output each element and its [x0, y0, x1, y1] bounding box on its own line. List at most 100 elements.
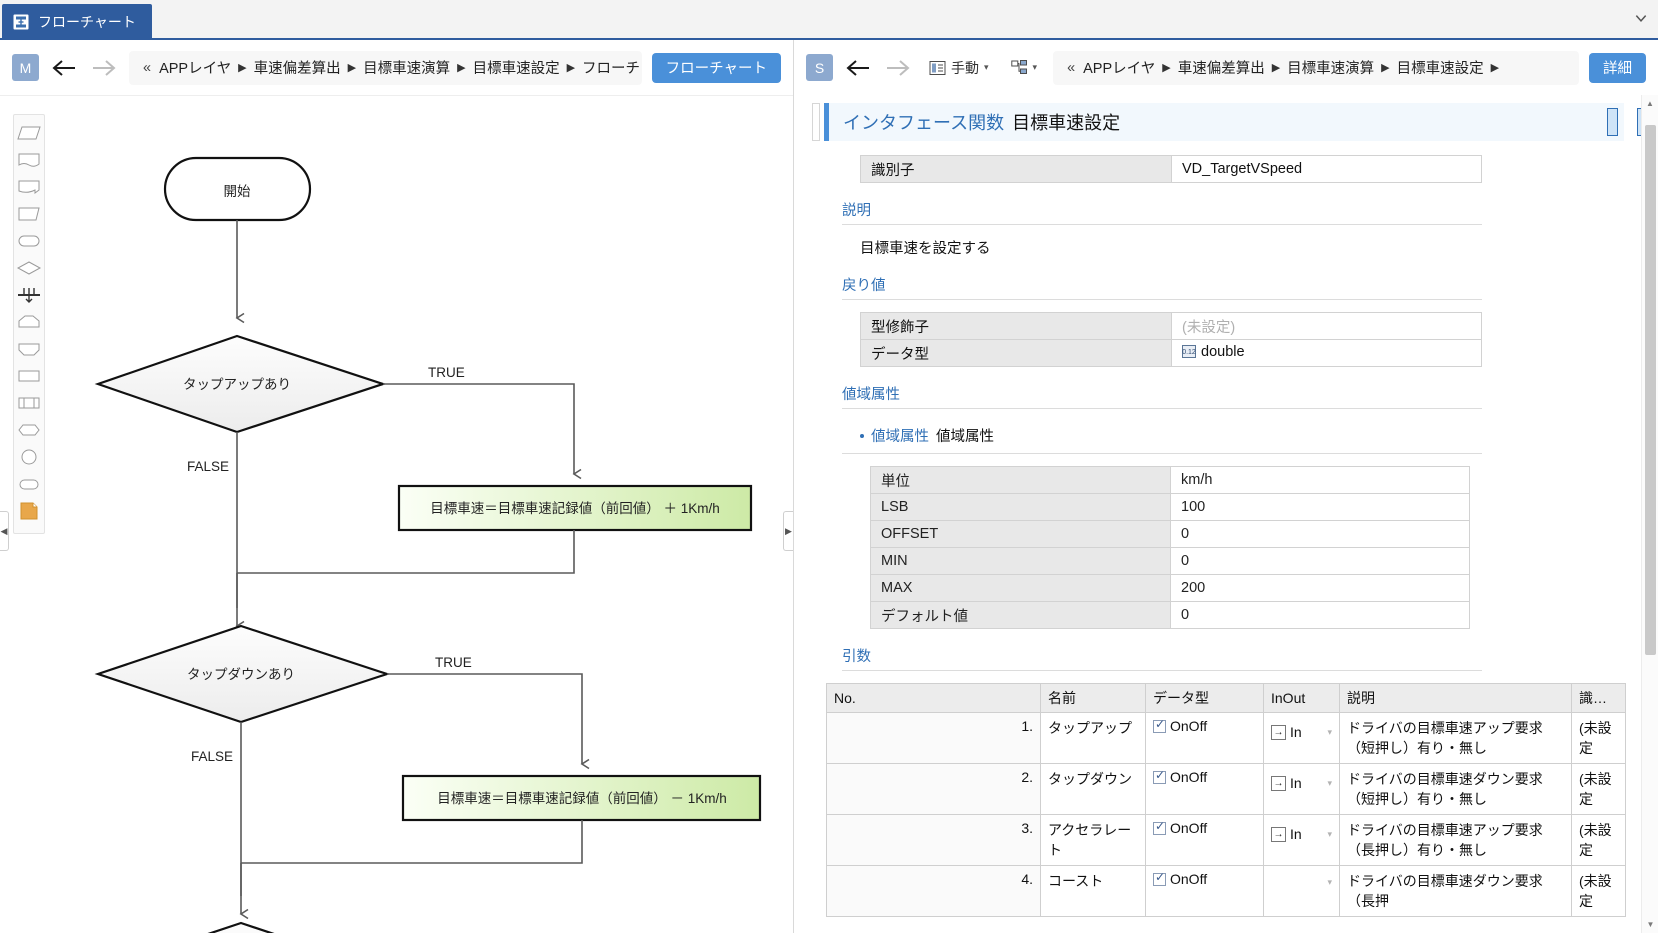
breadcrumb-item[interactable]: 目標車速演算: [363, 61, 451, 77]
attr-value[interactable]: 0: [1170, 520, 1470, 548]
arg-description[interactable]: ドライバの目標車速アップ要求（短押し）有り・無し: [1339, 712, 1572, 764]
rectangle-shape[interactable]: [15, 364, 43, 388]
scrollbar-thumb[interactable]: [1645, 125, 1656, 655]
arg-identifier[interactable]: (未設定: [1571, 712, 1626, 764]
scroll-down-icon[interactable]: ▼: [1646, 920, 1655, 929]
arrow-left-icon: [52, 59, 75, 76]
back-button[interactable]: [49, 54, 79, 82]
back-button[interactable]: [843, 54, 873, 82]
breadcrumb-item[interactable]: 車速偏差算出: [253, 61, 341, 77]
range-bullet-link[interactable]: 値域属性: [871, 429, 929, 445]
identity-value[interactable]: VD_TargetVSpeed: [1171, 155, 1482, 183]
table-row[interactable]: 2. タップダウン OnOff → In ▾ ドライバの目標車速ダウン要求（短押: [826, 763, 1626, 815]
arg-identifier[interactable]: (未設定: [1571, 814, 1626, 866]
header-bar[interactable]: インタフェース関数 目標車速設定: [824, 103, 1648, 141]
flowchart-action-button[interactable]: フローチャート: [651, 52, 781, 83]
arg-description[interactable]: ドライバの目標車速ダウン要求（長押: [1339, 865, 1572, 917]
arg-inout[interactable]: ▾: [1263, 865, 1340, 917]
parallelogram-shape[interactable]: [15, 121, 43, 145]
header-grip[interactable]: [812, 103, 820, 141]
decision-shape[interactable]: [15, 256, 43, 280]
forward-button[interactable]: [883, 54, 913, 82]
collapse-right-handle[interactable]: ▶: [783, 511, 793, 551]
breadcrumb-sep: ▶: [347, 62, 357, 74]
description-title: 説明: [842, 203, 871, 219]
tab-flowchart[interactable]: フローチャート: [2, 4, 152, 40]
arg-datatype[interactable]: OnOff: [1145, 763, 1264, 815]
attr-key: OFFSET: [870, 520, 1171, 548]
forward-button[interactable]: [89, 54, 119, 82]
chevron-down-icon[interactable]: ▾: [1327, 877, 1332, 887]
merge-shape[interactable]: [15, 283, 43, 307]
header-marker[interactable]: [1607, 108, 1618, 136]
table-row[interactable]: 1. タップアップ OnOff → In ▾ ドライバの目標車速アップ要求（短押: [826, 712, 1626, 764]
detail-action-button[interactable]: 詳細: [1589, 52, 1646, 83]
return-modifier-value[interactable]: (未設定): [1171, 312, 1482, 340]
note-shape[interactable]: [15, 499, 43, 523]
chevron-down-icon[interactable]: ▾: [1327, 726, 1332, 737]
breadcrumb[interactable]: « APPレイヤ ▶ 車速偏差算出 ▶ 目標車速演算 ▶ 目標車速設定 ▶ フロ…: [129, 50, 642, 85]
return-section: 戻り値: [842, 274, 1482, 300]
arg-inout[interactable]: → In ▾: [1263, 712, 1340, 764]
attr-value[interactable]: 0: [1170, 547, 1470, 575]
table-row[interactable]: 4. コースト OnOff ▾ ドライバの目標車速ダウン要求（長押 (未設定: [826, 865, 1626, 917]
chevron-down-icon[interactable]: [1634, 11, 1648, 25]
arg-description[interactable]: ドライバの目標車速ダウン要求（短押し）有り・無し: [1339, 763, 1572, 815]
arg-datatype[interactable]: OnOff: [1145, 814, 1264, 866]
description-text: 目標車速を設定する: [860, 241, 991, 257]
attr-value[interactable]: 0: [1170, 601, 1470, 629]
return-datatype-value[interactable]: 0.12 double: [1171, 339, 1482, 367]
checkbox-icon: [1153, 870, 1166, 886]
arg-datatype[interactable]: OnOff: [1145, 712, 1264, 764]
arg-name[interactable]: アクセラレート: [1040, 814, 1146, 866]
breadcrumb-item[interactable]: 目標車速演算: [1287, 61, 1375, 77]
scroll-up-icon[interactable]: ▲: [1646, 99, 1654, 108]
multi-document-shape[interactable]: [15, 175, 43, 199]
arg-description[interactable]: ドライバの目標車速アップ要求（長押し）有り・無し: [1339, 814, 1572, 866]
arg-identifier[interactable]: (未設定: [1571, 865, 1626, 917]
detail-scrollbar[interactable]: ▲ ▼: [1641, 95, 1658, 933]
document-shape[interactable]: [15, 148, 43, 172]
col-description: 説明: [1339, 683, 1572, 713]
avatar[interactable]: M: [12, 54, 39, 81]
attr-value[interactable]: km/h: [1170, 466, 1470, 494]
arg-name[interactable]: タップアップ: [1040, 712, 1146, 764]
arg-name[interactable]: コースト: [1040, 865, 1146, 917]
rounded-rectangle-shape[interactable]: [15, 472, 43, 496]
predefined-process-shape[interactable]: [15, 391, 43, 415]
chevron-down-icon[interactable]: ▾: [1327, 777, 1332, 788]
breadcrumb-item[interactable]: APPレイヤ: [159, 61, 232, 77]
attr-value[interactable]: 100: [1170, 493, 1470, 521]
terminator-shape[interactable]: [15, 229, 43, 253]
breadcrumb-item[interactable]: APPレイヤ: [1083, 61, 1156, 77]
collapse-left-handle[interactable]: ◀: [0, 511, 9, 551]
svg-text:目標車速＝目標車速記録値（前回値） ＋ 1Km/h: 目標車速＝目標車速記録値（前回値） ＋ 1Km/h: [430, 500, 720, 516]
breadcrumb-item[interactable]: フローチャート: [582, 61, 642, 77]
circle-shape[interactable]: [15, 445, 43, 469]
identity-key: 識別子: [860, 155, 1172, 183]
mode-button[interactable]: 手動 ▾: [923, 55, 995, 81]
arg-inout[interactable]: → In ▾: [1263, 814, 1340, 866]
preparation-shape[interactable]: [15, 418, 43, 442]
arg-identifier[interactable]: (未設定: [1571, 763, 1626, 815]
attr-key: デフォルト値: [870, 601, 1171, 629]
chevron-down-icon[interactable]: ▾: [1327, 828, 1332, 839]
hexagon-top-shape[interactable]: [15, 310, 43, 334]
attr-value[interactable]: 200: [1170, 574, 1470, 602]
breadcrumb-item[interactable]: 車速偏差算出: [1177, 61, 1265, 77]
arg-name[interactable]: タップダウン: [1040, 763, 1146, 815]
table-row[interactable]: 3. アクセラレート OnOff → In ▾ ドライバの目標車速アップ要求（長: [826, 814, 1626, 866]
breadcrumb-item[interactable]: 目標車速設定: [1396, 61, 1484, 77]
breadcrumb[interactable]: « APPレイヤ ▶ 車速偏差算出 ▶ 目標車速演算 ▶ 目標車速設定 ▶: [1053, 50, 1579, 85]
manual-operation-shape[interactable]: [15, 337, 43, 361]
flowchart-canvas[interactable]: 開始 タップアップあり TRUE FALSE 目標車速＝目標車速記録値（前回値）…: [55, 96, 793, 933]
attr-key: MAX: [870, 574, 1171, 602]
arg-inout[interactable]: → In ▾: [1263, 763, 1340, 815]
trapezoid-shape[interactable]: [15, 202, 43, 226]
breadcrumb-item[interactable]: 目標車速設定: [472, 61, 560, 77]
arg-datatype[interactable]: OnOff: [1145, 865, 1264, 917]
avatar[interactable]: S: [806, 54, 833, 81]
hierarchy-button[interactable]: ▾: [1005, 57, 1044, 79]
shape-palette[interactable]: [13, 114, 45, 534]
range-section: 値域属性: [842, 383, 1482, 409]
